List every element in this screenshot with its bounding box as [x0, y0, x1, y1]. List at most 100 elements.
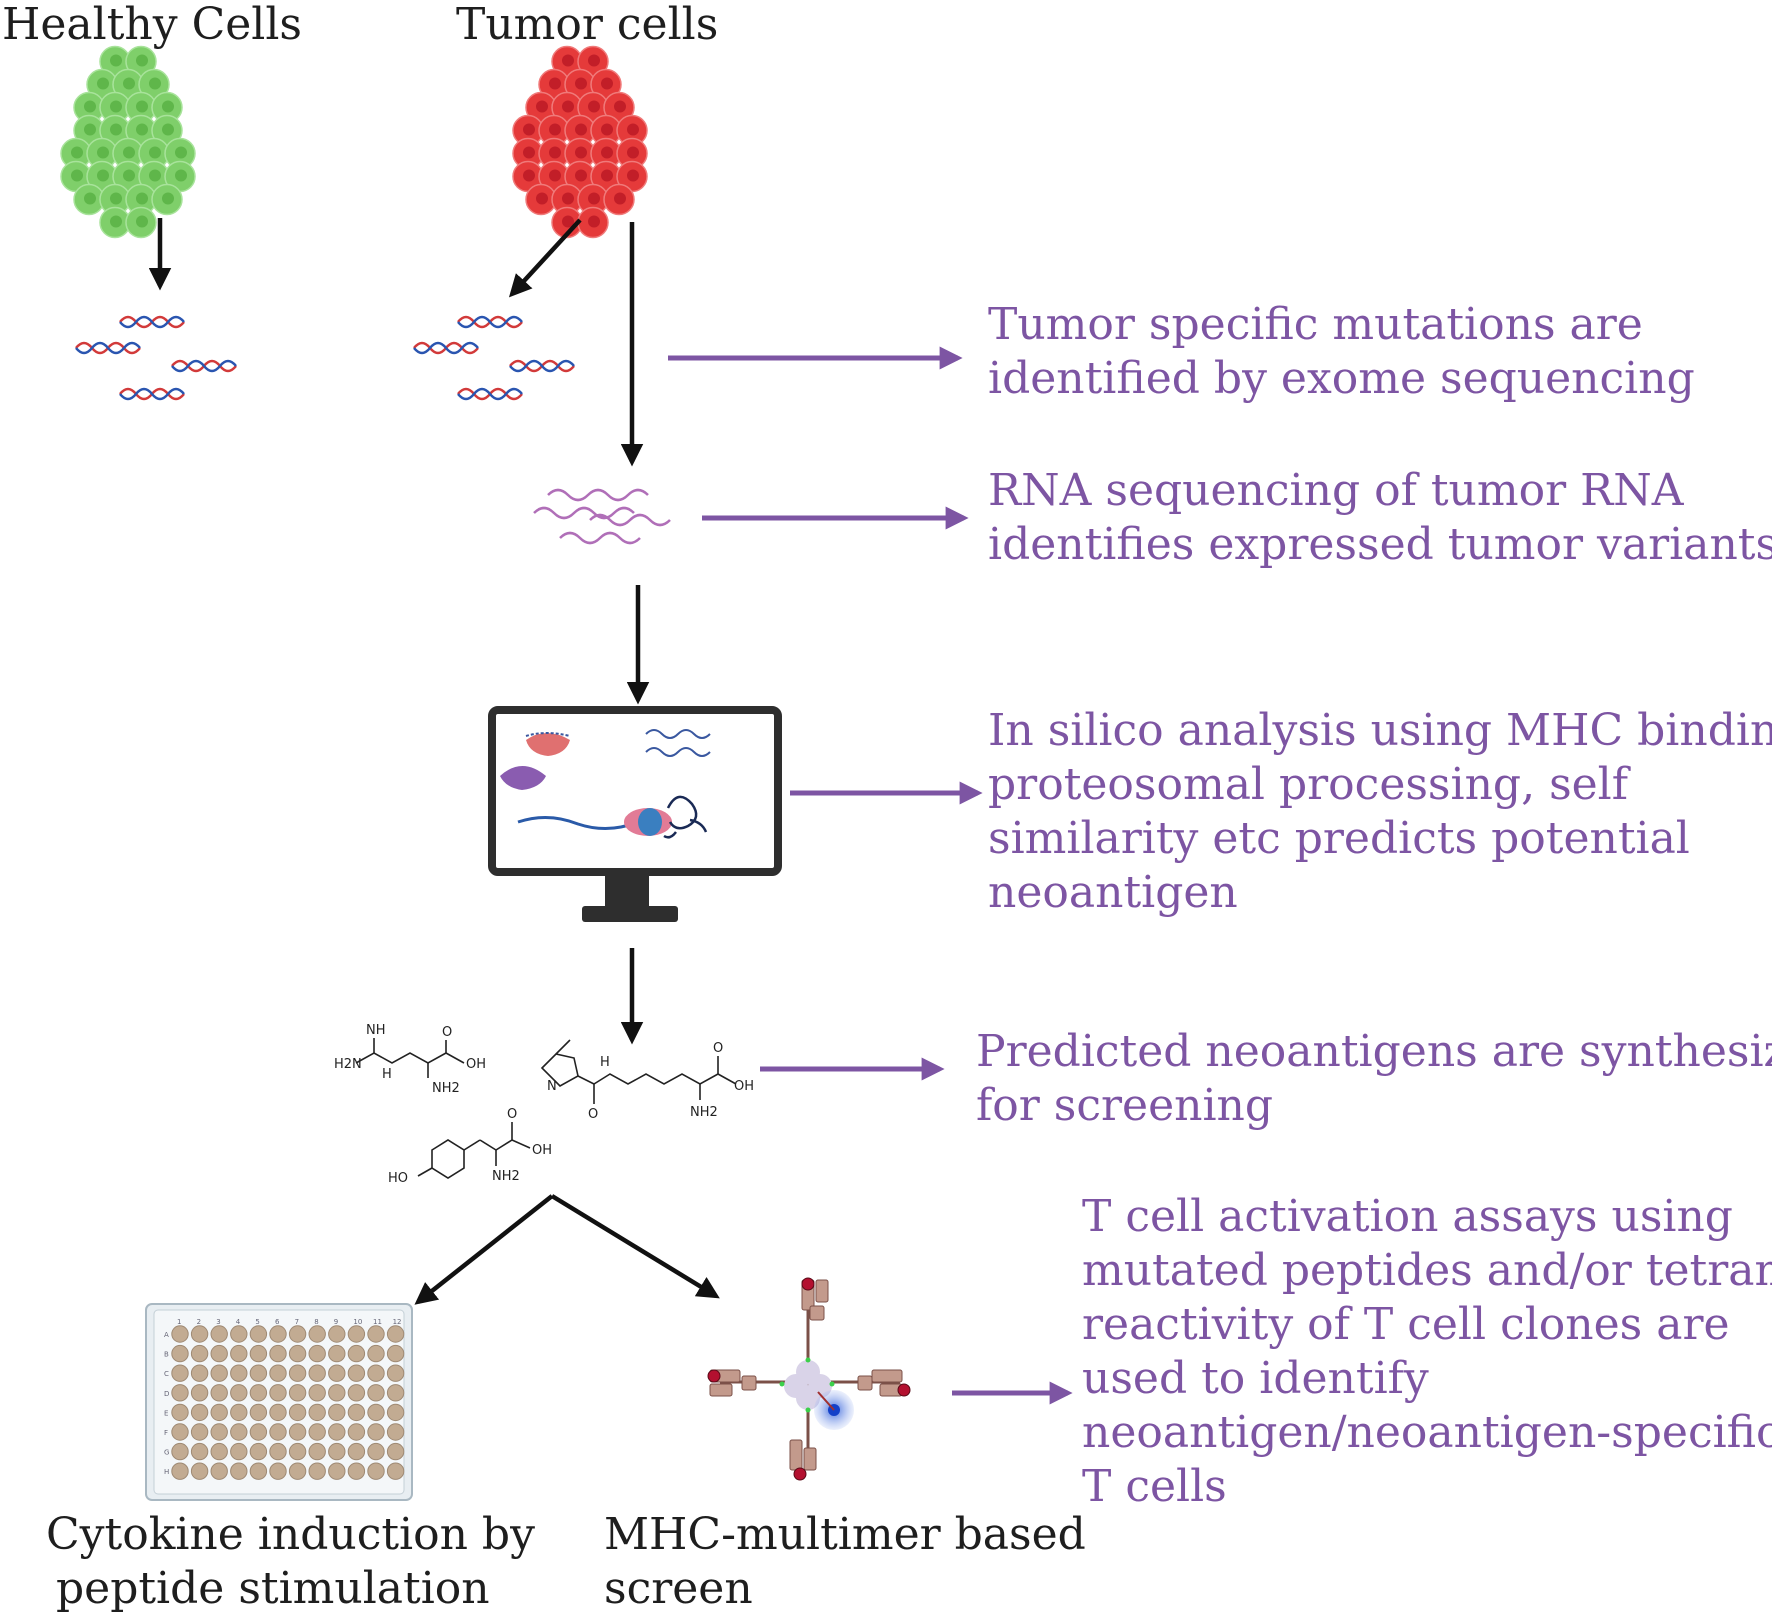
step-line: T cell activation assays using: [1082, 1191, 1733, 1242]
arrow-peptides-to-plate: [414, 1194, 554, 1305]
chem-label: NH: [366, 1023, 386, 1038]
plate-well: [269, 1364, 287, 1382]
step-line: T cells: [1082, 1461, 1227, 1512]
healthy-cell-cluster: [60, 45, 196, 239]
mhc-multimer-icon: [707, 1277, 911, 1481]
cell-icon: [86, 137, 118, 170]
cell-icon: [551, 183, 583, 216]
plate-well: [347, 1344, 366, 1363]
arginine-labels: NH H2N H O OH NH2: [334, 1023, 486, 1096]
cell-icon: [125, 45, 157, 78]
plate-column-label: 7: [295, 1318, 299, 1326]
plate-well: [230, 1442, 248, 1461]
plate-well: [269, 1384, 287, 1402]
plate-well: [249, 1364, 268, 1382]
mhc-multimer-label: MHC-multimer based screen: [604, 1508, 1086, 1616]
plate-well: [288, 1364, 307, 1382]
chem-label: NH2: [690, 1105, 718, 1120]
plate-well: [210, 1462, 228, 1480]
step-line: RNA sequencing of tumor RNA: [988, 465, 1684, 516]
dna-helix-icon: [75, 341, 141, 355]
plate-well: [210, 1403, 228, 1422]
cytokine-label: Cytokine induction by peptide stimulatio…: [46, 1508, 535, 1616]
plate-well: [288, 1325, 307, 1343]
cell-icon: [138, 160, 170, 193]
plate-well: [171, 1364, 189, 1382]
plate-well: [190, 1423, 209, 1441]
plate-well: [230, 1364, 248, 1382]
mhc-multimer-label-line-2: screen: [604, 1563, 753, 1614]
plate-column-label: 2: [197, 1318, 201, 1326]
chem-label: OH: [532, 1143, 552, 1158]
plate-well: [386, 1403, 405, 1422]
plate-well: [230, 1384, 248, 1402]
plate-well: [386, 1325, 405, 1343]
cell-icon: [616, 114, 648, 147]
plate-well: [288, 1344, 307, 1363]
chem-label: O: [442, 1025, 452, 1040]
plate-well: [328, 1384, 346, 1402]
healthy-dna-icon: [75, 315, 237, 401]
plate-well: [367, 1344, 385, 1363]
plate-well: [347, 1364, 366, 1382]
cell-icon: [603, 91, 635, 124]
plate-well: [190, 1403, 209, 1422]
cell-icon: [577, 91, 609, 124]
cytokine-label-line-1: Cytokine induction by: [46, 1509, 535, 1560]
cytokine-label-line-2: peptide stimulation: [56, 1563, 490, 1614]
step-t-cell-assays: T cell activation assays using mutated p…: [1082, 1190, 1772, 1514]
step-line: for screening: [976, 1080, 1274, 1131]
cell-icon: [125, 206, 157, 239]
plate-well: [210, 1442, 228, 1461]
step-line: identified by exome sequencing: [988, 353, 1695, 404]
cell-icon: [590, 68, 622, 101]
cell-icon: [112, 137, 144, 170]
plate-well: [367, 1403, 385, 1422]
plate-well: [249, 1403, 268, 1422]
plate-well: [190, 1325, 209, 1343]
plate-well: [269, 1462, 287, 1480]
plate-well: [269, 1403, 287, 1422]
plate-well: [210, 1325, 228, 1343]
plate-well: [249, 1442, 268, 1461]
plate-well: [347, 1384, 366, 1402]
step-line: Predicted neoantigens are synthesized: [976, 1026, 1772, 1077]
plate-column-label: 11: [373, 1318, 382, 1326]
step-synthesis: Predicted neoantigens are synthesized fo…: [976, 1025, 1772, 1133]
plate-row-label: D: [164, 1390, 169, 1398]
plate-column-label: 1: [177, 1318, 181, 1326]
cell-icon: [603, 183, 635, 216]
plate-well: [249, 1462, 268, 1480]
plate-well: [230, 1403, 248, 1422]
plate-well: [386, 1442, 405, 1461]
plate-well: [328, 1364, 346, 1382]
plate-well: [308, 1344, 326, 1363]
plate-column-label: 4: [236, 1318, 241, 1326]
dna-helix-icon: [457, 315, 523, 329]
plate-well: [308, 1325, 326, 1343]
plate-well: [230, 1462, 248, 1480]
tumor-cells-label: Tumor cells: [456, 0, 719, 50]
lysine-labels: N H O O OH NH2: [547, 1041, 754, 1122]
cell-icon: [164, 137, 196, 170]
plate-well: [386, 1344, 405, 1363]
step-line: identifies expressed tumor variants: [988, 519, 1772, 570]
cell-icon: [577, 206, 609, 239]
step-line: similarity etc predicts potential: [988, 813, 1690, 864]
plate-well: [210, 1423, 228, 1441]
dna-helix-icon: [413, 341, 479, 355]
cell-icon: [590, 160, 622, 193]
cell-icon: [164, 160, 196, 193]
plate-well: [308, 1423, 326, 1441]
plate-well: [288, 1462, 307, 1480]
chem-label: OH: [734, 1079, 754, 1094]
lysine-structure-icon: [540, 1039, 737, 1104]
plate-well: [347, 1423, 366, 1441]
plate-well: [171, 1442, 189, 1461]
cell-icon: [512, 137, 544, 170]
plate-well: [249, 1325, 268, 1343]
plate-well: [288, 1442, 307, 1461]
step-line: neoantigen: [988, 867, 1238, 918]
chem-label: OH: [466, 1057, 486, 1072]
plate-column-label: 3: [216, 1318, 220, 1326]
